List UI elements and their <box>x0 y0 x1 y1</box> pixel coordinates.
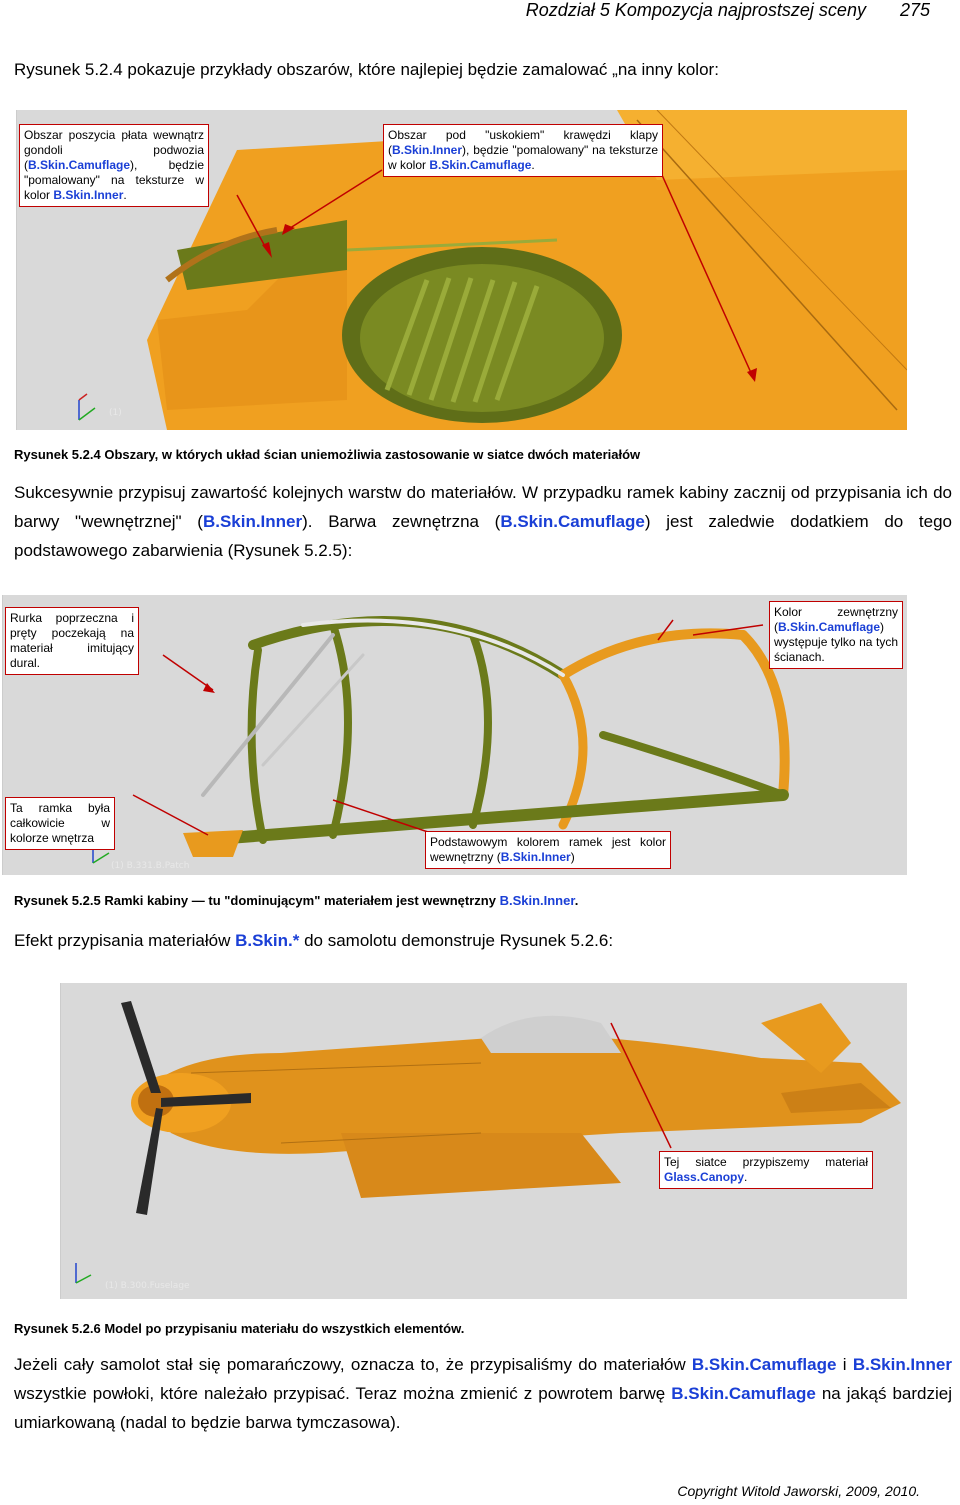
p2-text-1: Sukcesywnie przypisuj zawartość kolejnyc… <box>14 483 952 531</box>
callout-left-code-2: B.Skin.Inner <box>53 188 124 202</box>
paragraph-2: Sukcesywnie przypisuj zawartość kolejnyc… <box>14 478 952 565</box>
p3-code: B.Skin.* <box>235 931 300 950</box>
callout-exterior-color: Kolor zewnętrzny (B.Skin.Camuflage) wyst… <box>769 601 903 669</box>
chapter-title: Rozdział 5 Kompozycja najprostszej sceny <box>525 0 866 20</box>
p3-text-2: do samolotu demonstruje Rysunek 5.2.6: <box>299 931 614 950</box>
wing-render <box>17 110 907 430</box>
figure-wing-viewport: (1) Obszar poszycia płata wewnątrz gondo… <box>16 110 907 430</box>
callout-glass-text-1: Tej siatce przypiszemy materiał <box>664 1155 868 1169</box>
figure-canopy-viewport: (1) B.331.B.Patch Rurka poprzeczna i prę… <box>2 595 907 875</box>
callout-glass-text-2: . <box>744 1170 748 1184</box>
p3-text-1: Efekt przypisania materiałów <box>14 931 236 950</box>
callout-frame: Ta ramka była całkowicie w kolorze wnętr… <box>5 797 115 850</box>
p2-code-1: B.Skin.Inner <box>202 512 303 531</box>
callout-left-text-1: Obszar poszycia płata wewnątrz gondoli p… <box>24 128 204 172</box>
callout-right-code-1: B.Skin.Inner <box>392 143 463 157</box>
figure-2-caption: Rysunek 5.2.5 Ramki kabiny — tu "dominuj… <box>14 893 578 908</box>
callout-left: Obszar poszycia płata wewnątrz gondoli p… <box>19 124 209 207</box>
callout-right-text-3: . <box>531 158 535 172</box>
callout-exterior-code: B.Skin.Camuflage <box>778 620 881 634</box>
callout-right-text-1: Obszar pod "uskokiem" krawędzi klapy ( <box>388 128 658 157</box>
caption-2-text-2: . <box>574 893 579 908</box>
caption-2-code: B.Skin.Inner <box>499 893 575 908</box>
plane-render <box>61 983 907 1299</box>
callout-base-text-1: Podstawowym kolorem ramek jest kolor wew… <box>430 835 666 864</box>
p4-code-3: B.Skin.Camuflage <box>671 1384 816 1403</box>
callout-base-text-2: ) <box>570 850 575 864</box>
callout-exterior-text-1: Kolor zewnętrzny ( <box>774 605 898 634</box>
p4-text-2: i <box>836 1355 853 1374</box>
callout-right-code-2: B.Skin.Camuflage <box>429 158 532 172</box>
canopy-render <box>3 595 907 875</box>
p4-text-3: wszystkie powłoki, które należało przypi… <box>14 1384 672 1403</box>
caption-2-text-1: Rysunek 5.2.5 Ramki kabiny — tu "dominuj… <box>14 893 500 908</box>
p4-text-4: na jakąś bardziej umiarkowaną (nadal to … <box>14 1384 952 1432</box>
figure-3-caption: Rysunek 5.2.6 Model po przypisaniu mater… <box>14 1321 465 1336</box>
page-number: 275 <box>899 0 930 20</box>
viewport-label: (1) B.331.B.Patch <box>111 861 190 871</box>
paragraph-4: Jeżeli cały samolot stał się pomarańczow… <box>14 1350 952 1437</box>
viewport-label: (1) B.300.Fuselage <box>105 1281 190 1291</box>
figure-1-caption: Rysunek 5.2.4 Obszary, w których układ ś… <box>14 447 641 462</box>
p2-text-3: ) jest zaledwie dodatkiem do tego podsta… <box>14 512 952 560</box>
paragraph-3: Efekt przypisania materiałów B.Skin.* do… <box>14 926 952 955</box>
callout-glass-code: Glass.Canopy <box>664 1170 745 1184</box>
callout-right: Obszar pod "uskokiem" krawędzi klapy (B.… <box>383 124 663 177</box>
callout-right-text-2: ), będzie "pomalowany" na teksturze w ko… <box>388 143 658 172</box>
page-header: Rozdział 5 Kompozycja najprostszej sceny… <box>526 0 930 21</box>
callout-left-code-1: B.Skin.Camuflage <box>28 158 131 172</box>
viewport-label: (1) <box>109 408 122 418</box>
copyright-footer: Copyright Witold Jaworski, 2009, 2010. <box>677 1483 920 1499</box>
p2-text-2: ). Barwa zewnętrzna ( <box>302 512 501 531</box>
callout-base-color: Podstawowym kolorem ramek jest kolor wew… <box>425 831 671 869</box>
intro-text: Rysunek 5.2.4 pokazuje przykłady obszaró… <box>14 60 719 79</box>
p4-text-1: Jeżeli cały samolot stał się pomarańczow… <box>14 1355 692 1374</box>
p4-code-2: B.Skin.Inner <box>852 1355 952 1374</box>
figure-plane-viewport: (1) B.300.Fuselage Tej siatce przypiszem… <box>60 983 907 1299</box>
p2-code-2: B.Skin.Camuflage <box>500 512 645 531</box>
callout-tube: Rurka poprzeczna i pręty poczekają na ma… <box>5 607 139 675</box>
p4-code-1: B.Skin.Camuflage <box>691 1355 837 1374</box>
callout-base-code: B.Skin.Inner <box>500 850 571 864</box>
callout-exterior-text-2: ) występuje tylko na tych ścianach. <box>774 620 898 664</box>
callout-left-text-3: . <box>123 188 127 202</box>
callout-left-text-2: ), będzie "pomalowany" na teksturze w ko… <box>24 158 204 202</box>
callout-canopy-glass: Tej siatce przypiszemy materiał Glass.Ca… <box>659 1151 873 1189</box>
